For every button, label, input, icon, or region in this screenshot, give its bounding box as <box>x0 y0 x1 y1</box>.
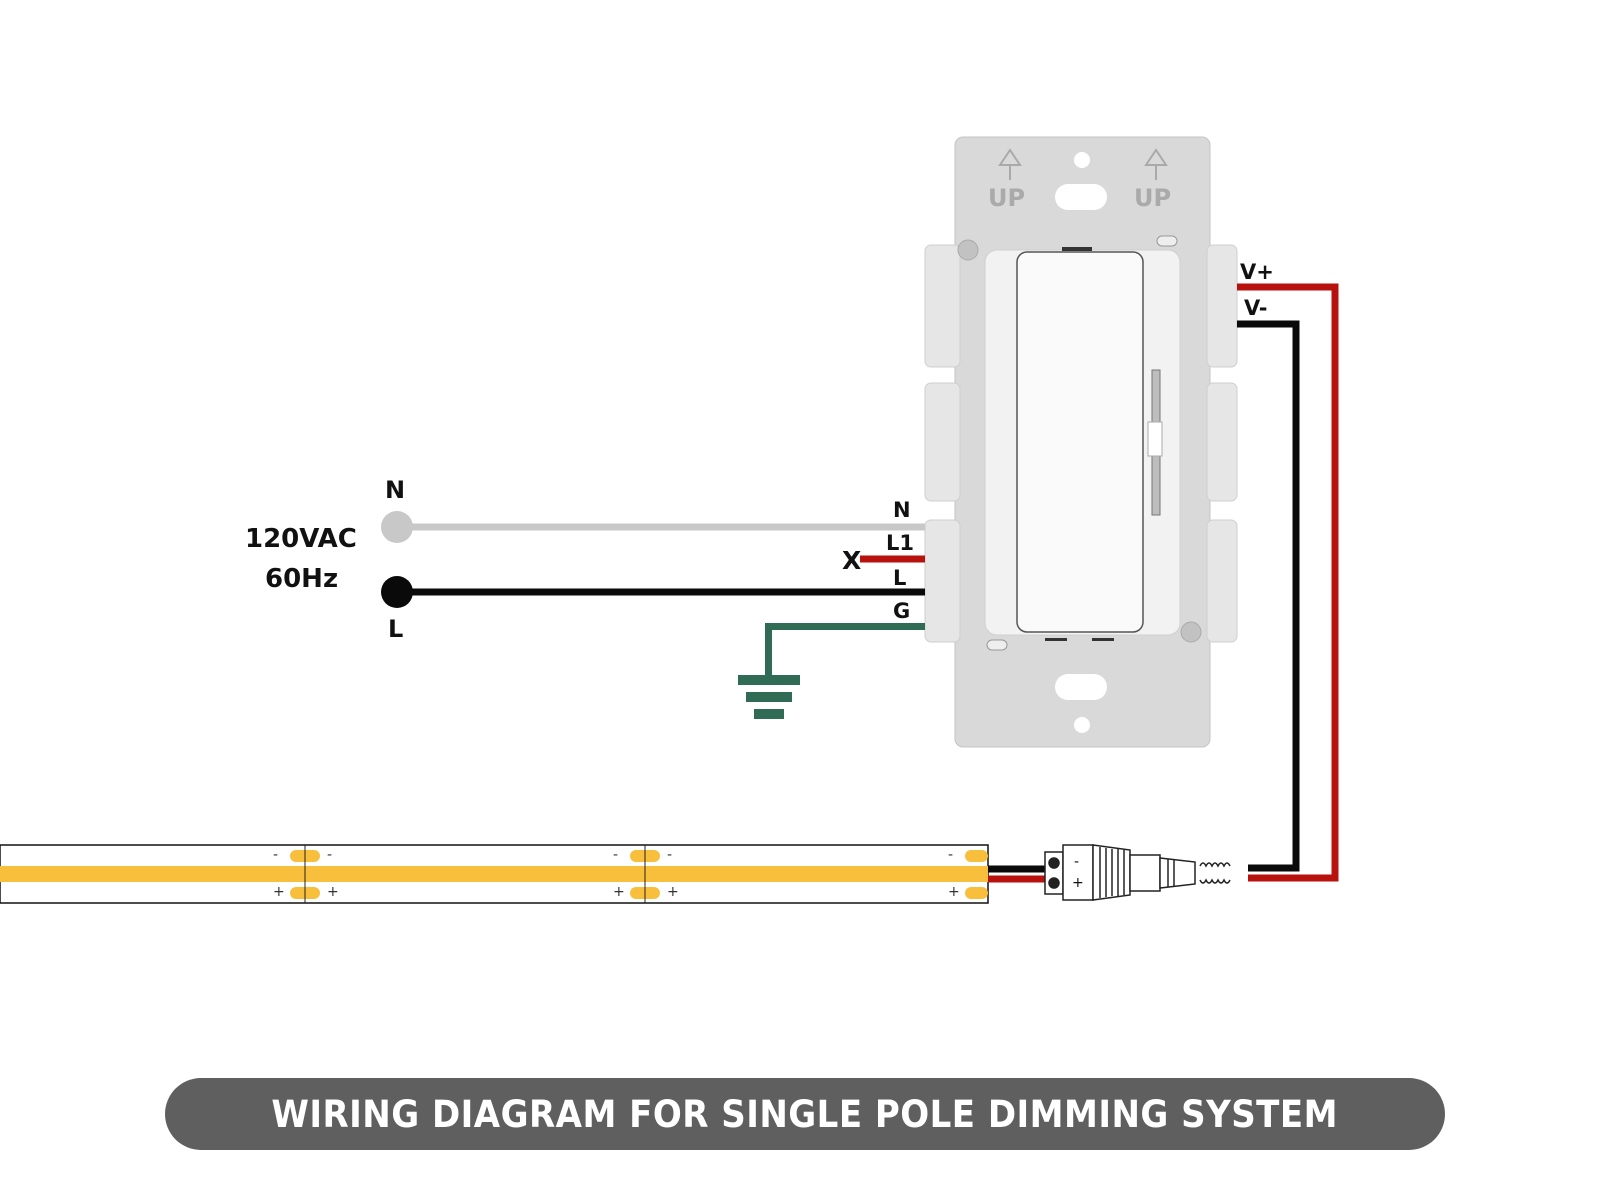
frequency-label: 60Hz <box>265 564 339 594</box>
neutral-terminal <box>381 511 413 543</box>
dimmer-slider-handle <box>1147 421 1163 457</box>
terminal-vminus-label: V- <box>1244 296 1268 320</box>
terminal-g-label: G <box>893 599 911 623</box>
plus-mark: + <box>948 884 960 900</box>
plus-mark: + <box>327 884 339 900</box>
solder-pad <box>965 887 988 899</box>
neutral-source-label: N <box>385 476 406 504</box>
diagram-title: WIRING DIAGRAM FOR SINGLE POLE DIMMING S… <box>271 1092 1339 1136</box>
negative-wire <box>1237 320 1300 872</box>
plus-mark: + <box>667 884 679 900</box>
plate-up-label-right: UP <box>1134 184 1172 212</box>
voltage-label: 120VAC <box>245 524 357 554</box>
dimmer-switch <box>984 247 1181 641</box>
led-strip <box>0 844 989 904</box>
minus-mark: - <box>327 847 333 863</box>
plus-mark: + <box>613 884 625 900</box>
minus-mark: - <box>613 847 619 863</box>
minus-mark: - <box>948 847 954 863</box>
terminal-n-label: N <box>893 498 911 522</box>
screw-icon <box>1180 621 1202 643</box>
connector-minus-label: - <box>1074 854 1080 870</box>
minus-mark: - <box>273 847 279 863</box>
ground-wire <box>738 623 925 719</box>
screw-icon <box>1048 857 1060 869</box>
screw-icon <box>1048 877 1060 889</box>
up-arrow-icon <box>998 148 1168 180</box>
minus-mark: - <box>667 847 673 863</box>
line-terminal <box>381 576 413 608</box>
plus-mark: + <box>273 884 285 900</box>
connector-plus-label: + <box>1072 875 1084 891</box>
terminal-l1-label: L1 <box>886 531 914 555</box>
terminal-vplus-label: V+ <box>1240 260 1274 284</box>
line-source-label: L <box>388 615 404 643</box>
capped-wire-marker: X <box>842 546 862 575</box>
dc-connector <box>1044 844 1231 901</box>
terminal-l-label: L <box>893 566 907 590</box>
screw-icon <box>957 239 979 261</box>
solder-pad <box>965 850 988 862</box>
plate-up-label-left: UP <box>988 184 1026 212</box>
title-banner: WIRING DIAGRAM FOR SINGLE POLE DIMMING S… <box>165 1078 1445 1150</box>
positive-wire <box>1237 283 1339 882</box>
